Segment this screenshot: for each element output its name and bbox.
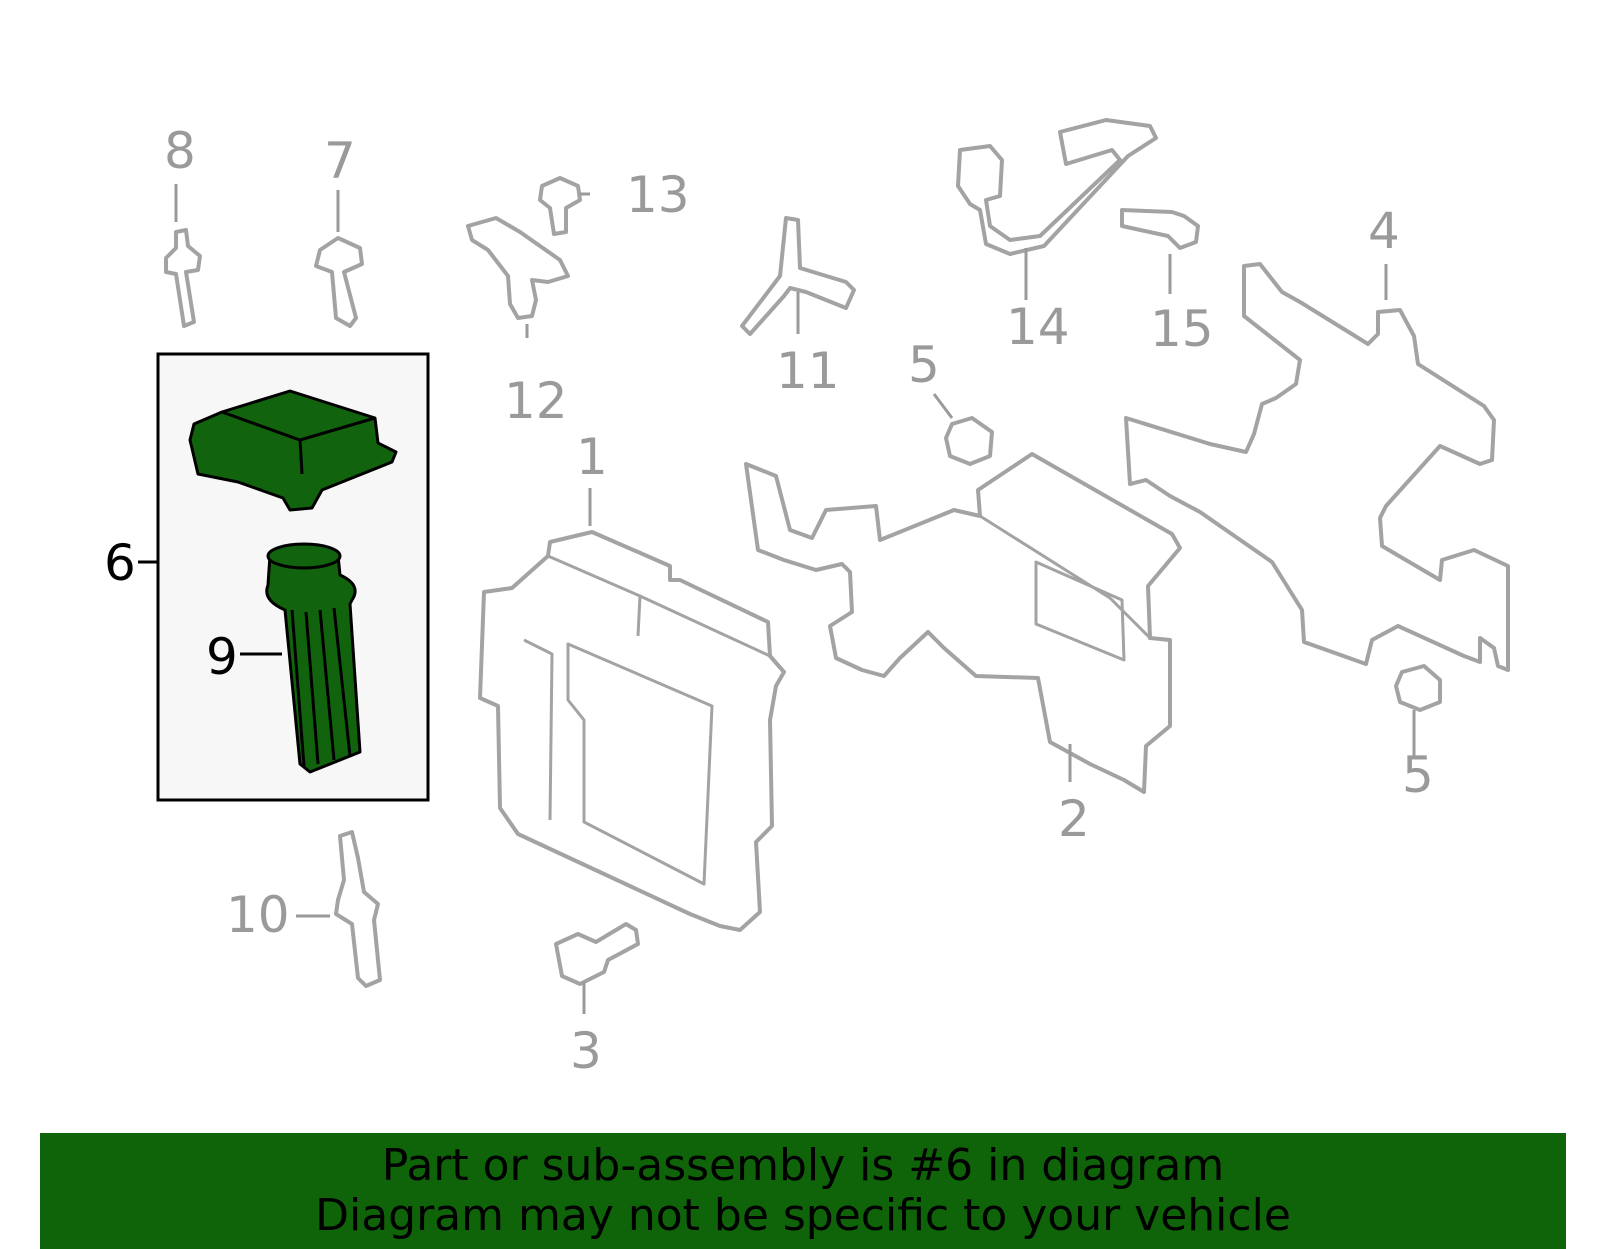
part-3-bolt[interactable] [554, 922, 640, 986]
callout-10: 10 [226, 886, 290, 944]
part-13-bolt[interactable] [538, 176, 582, 236]
part-5-nut-upper[interactable] [944, 416, 994, 466]
callout-4: 4 [1368, 202, 1400, 260]
callout-5-lower: 5 [1402, 746, 1434, 804]
callout-15: 15 [1150, 300, 1214, 358]
callout-7: 7 [324, 132, 356, 190]
part-7-bolt[interactable] [314, 236, 364, 328]
callout-2: 2 [1058, 790, 1090, 848]
callout-6: 6 [104, 534, 136, 592]
part-11-sensor[interactable] [740, 216, 856, 336]
part-14-harness[interactable] [956, 118, 1158, 256]
part-10-spark-plug[interactable] [334, 830, 382, 988]
part-12-sensor[interactable] [466, 216, 570, 320]
part-2-bracket[interactable] [744, 452, 1182, 794]
callout-11: 11 [776, 342, 840, 400]
callout-3: 3 [570, 1022, 602, 1080]
ignition-coil-head[interactable] [188, 389, 398, 512]
part-4-bracket[interactable] [1124, 262, 1510, 672]
callout-1: 1 [576, 428, 608, 486]
callout-12: 12 [504, 372, 568, 430]
callout-5-upper: 5 [908, 336, 940, 394]
part-5-nut-lower[interactable] [1394, 664, 1442, 712]
part-15-bolt[interactable] [1120, 208, 1200, 250]
banner-line-2: Diagram may not be specific to your vehi… [315, 1190, 1291, 1241]
callout-9: 9 [206, 628, 238, 686]
info-banner: Part or sub-assembly is #6 in diagram Di… [40, 1133, 1566, 1249]
part-1-ecm[interactable] [478, 530, 786, 932]
leader-lines [138, 184, 1416, 1014]
assembly-6-group[interactable] [156, 352, 430, 802]
callout-8: 8 [164, 122, 196, 180]
callout-13: 13 [626, 166, 690, 224]
part-8-stud[interactable] [164, 228, 202, 328]
banner-line-1: Part or sub-assembly is #6 in diagram [381, 1140, 1225, 1191]
callout-14: 14 [1006, 298, 1070, 356]
